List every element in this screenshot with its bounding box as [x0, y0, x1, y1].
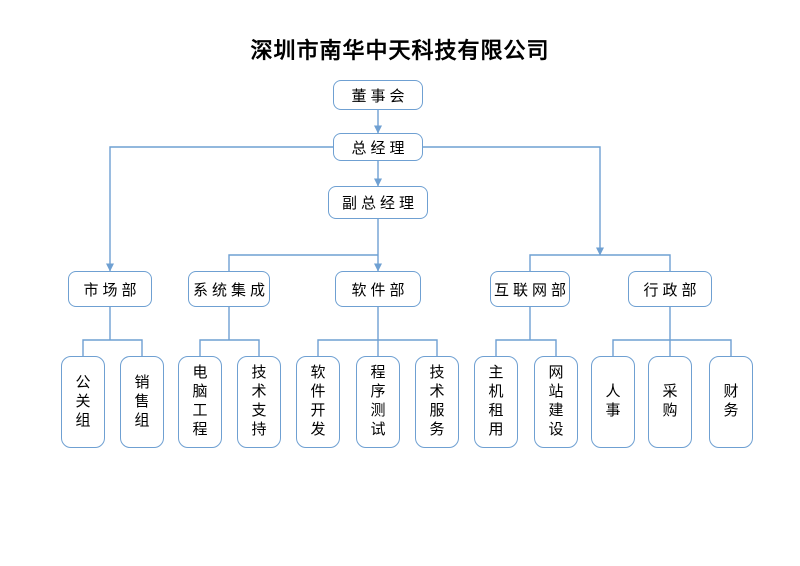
- node-unit-computer-engineering: 电脑工程: [178, 356, 222, 448]
- node-general-manager: 总经理: [333, 133, 423, 161]
- node-unit-website-construction: 网站建设: [534, 356, 578, 448]
- node-unit-procurement: 采购: [648, 356, 692, 448]
- link-right-split: [529, 254, 671, 271]
- link-gm-to-right-branch: [423, 146, 604, 256]
- node-board: 董事会: [333, 80, 423, 110]
- node-unit-finance: 财务: [709, 356, 753, 448]
- node-dept-software: 软件部: [335, 271, 421, 307]
- link-software-children: [317, 307, 438, 356]
- node-unit-software-development: 软件开发: [296, 356, 340, 448]
- node-unit-hr: 人事: [591, 356, 635, 448]
- node-unit-tech-support: 技术支持: [237, 356, 281, 448]
- node-unit-pr-group: 公关组: [61, 356, 105, 448]
- link-internet-children: [495, 307, 557, 356]
- chart-title: 深圳市南华中天科技有限公司: [250, 39, 550, 64]
- node-unit-sales-group: 销售组: [120, 356, 164, 448]
- link-dgm-to-sysint: [228, 254, 378, 271]
- link-gm-to-marketing: [106, 146, 333, 272]
- link-admin-children: [612, 307, 732, 356]
- node-dept-internet: 互联网部: [490, 271, 570, 307]
- node-dept-system-integration: 系统集成: [188, 271, 270, 307]
- node-unit-host-rental: 主机租用: [474, 356, 518, 448]
- node-dept-admin: 行政部: [628, 271, 712, 307]
- node-dept-marketing: 市场部: [68, 271, 152, 307]
- link-sysint-children: [199, 307, 260, 356]
- node-unit-program-testing: 程序测试: [356, 356, 400, 448]
- node-unit-tech-service: 技术服务: [415, 356, 459, 448]
- link-marketing-children: [82, 307, 143, 356]
- node-deputy-general-manager: 副总经理: [328, 186, 428, 219]
